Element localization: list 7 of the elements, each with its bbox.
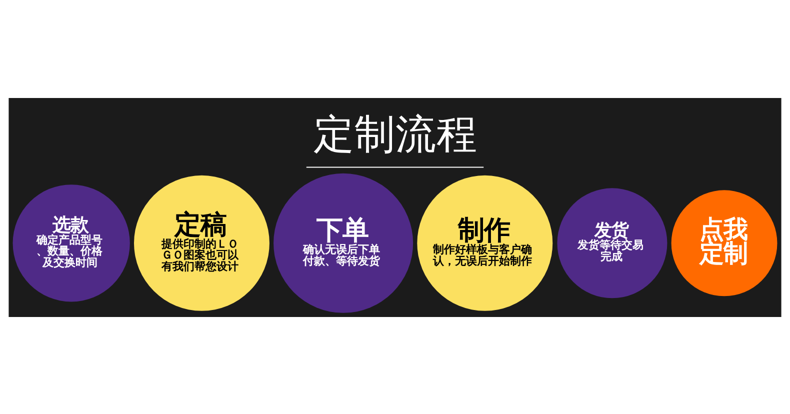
node-circle: 选款 确定产品型号、数量、价格及交换时间 (12, 184, 130, 302)
node-circle: 定稿 提供印制的ＬＯＧＯ图案也可以有我们帮您设计 (134, 174, 270, 310)
node-circle: 点我定制 (671, 190, 778, 296)
node-circle: 制作 制作好样板与客户确认，无误后开始制作 (417, 174, 553, 310)
node-circle: 下单 确认无误后下单付款、等待发货 (274, 172, 414, 312)
node-circle: 发货 发货等待交易完成 (557, 188, 668, 298)
diagram-title: 定制流程 (314, 109, 478, 158)
